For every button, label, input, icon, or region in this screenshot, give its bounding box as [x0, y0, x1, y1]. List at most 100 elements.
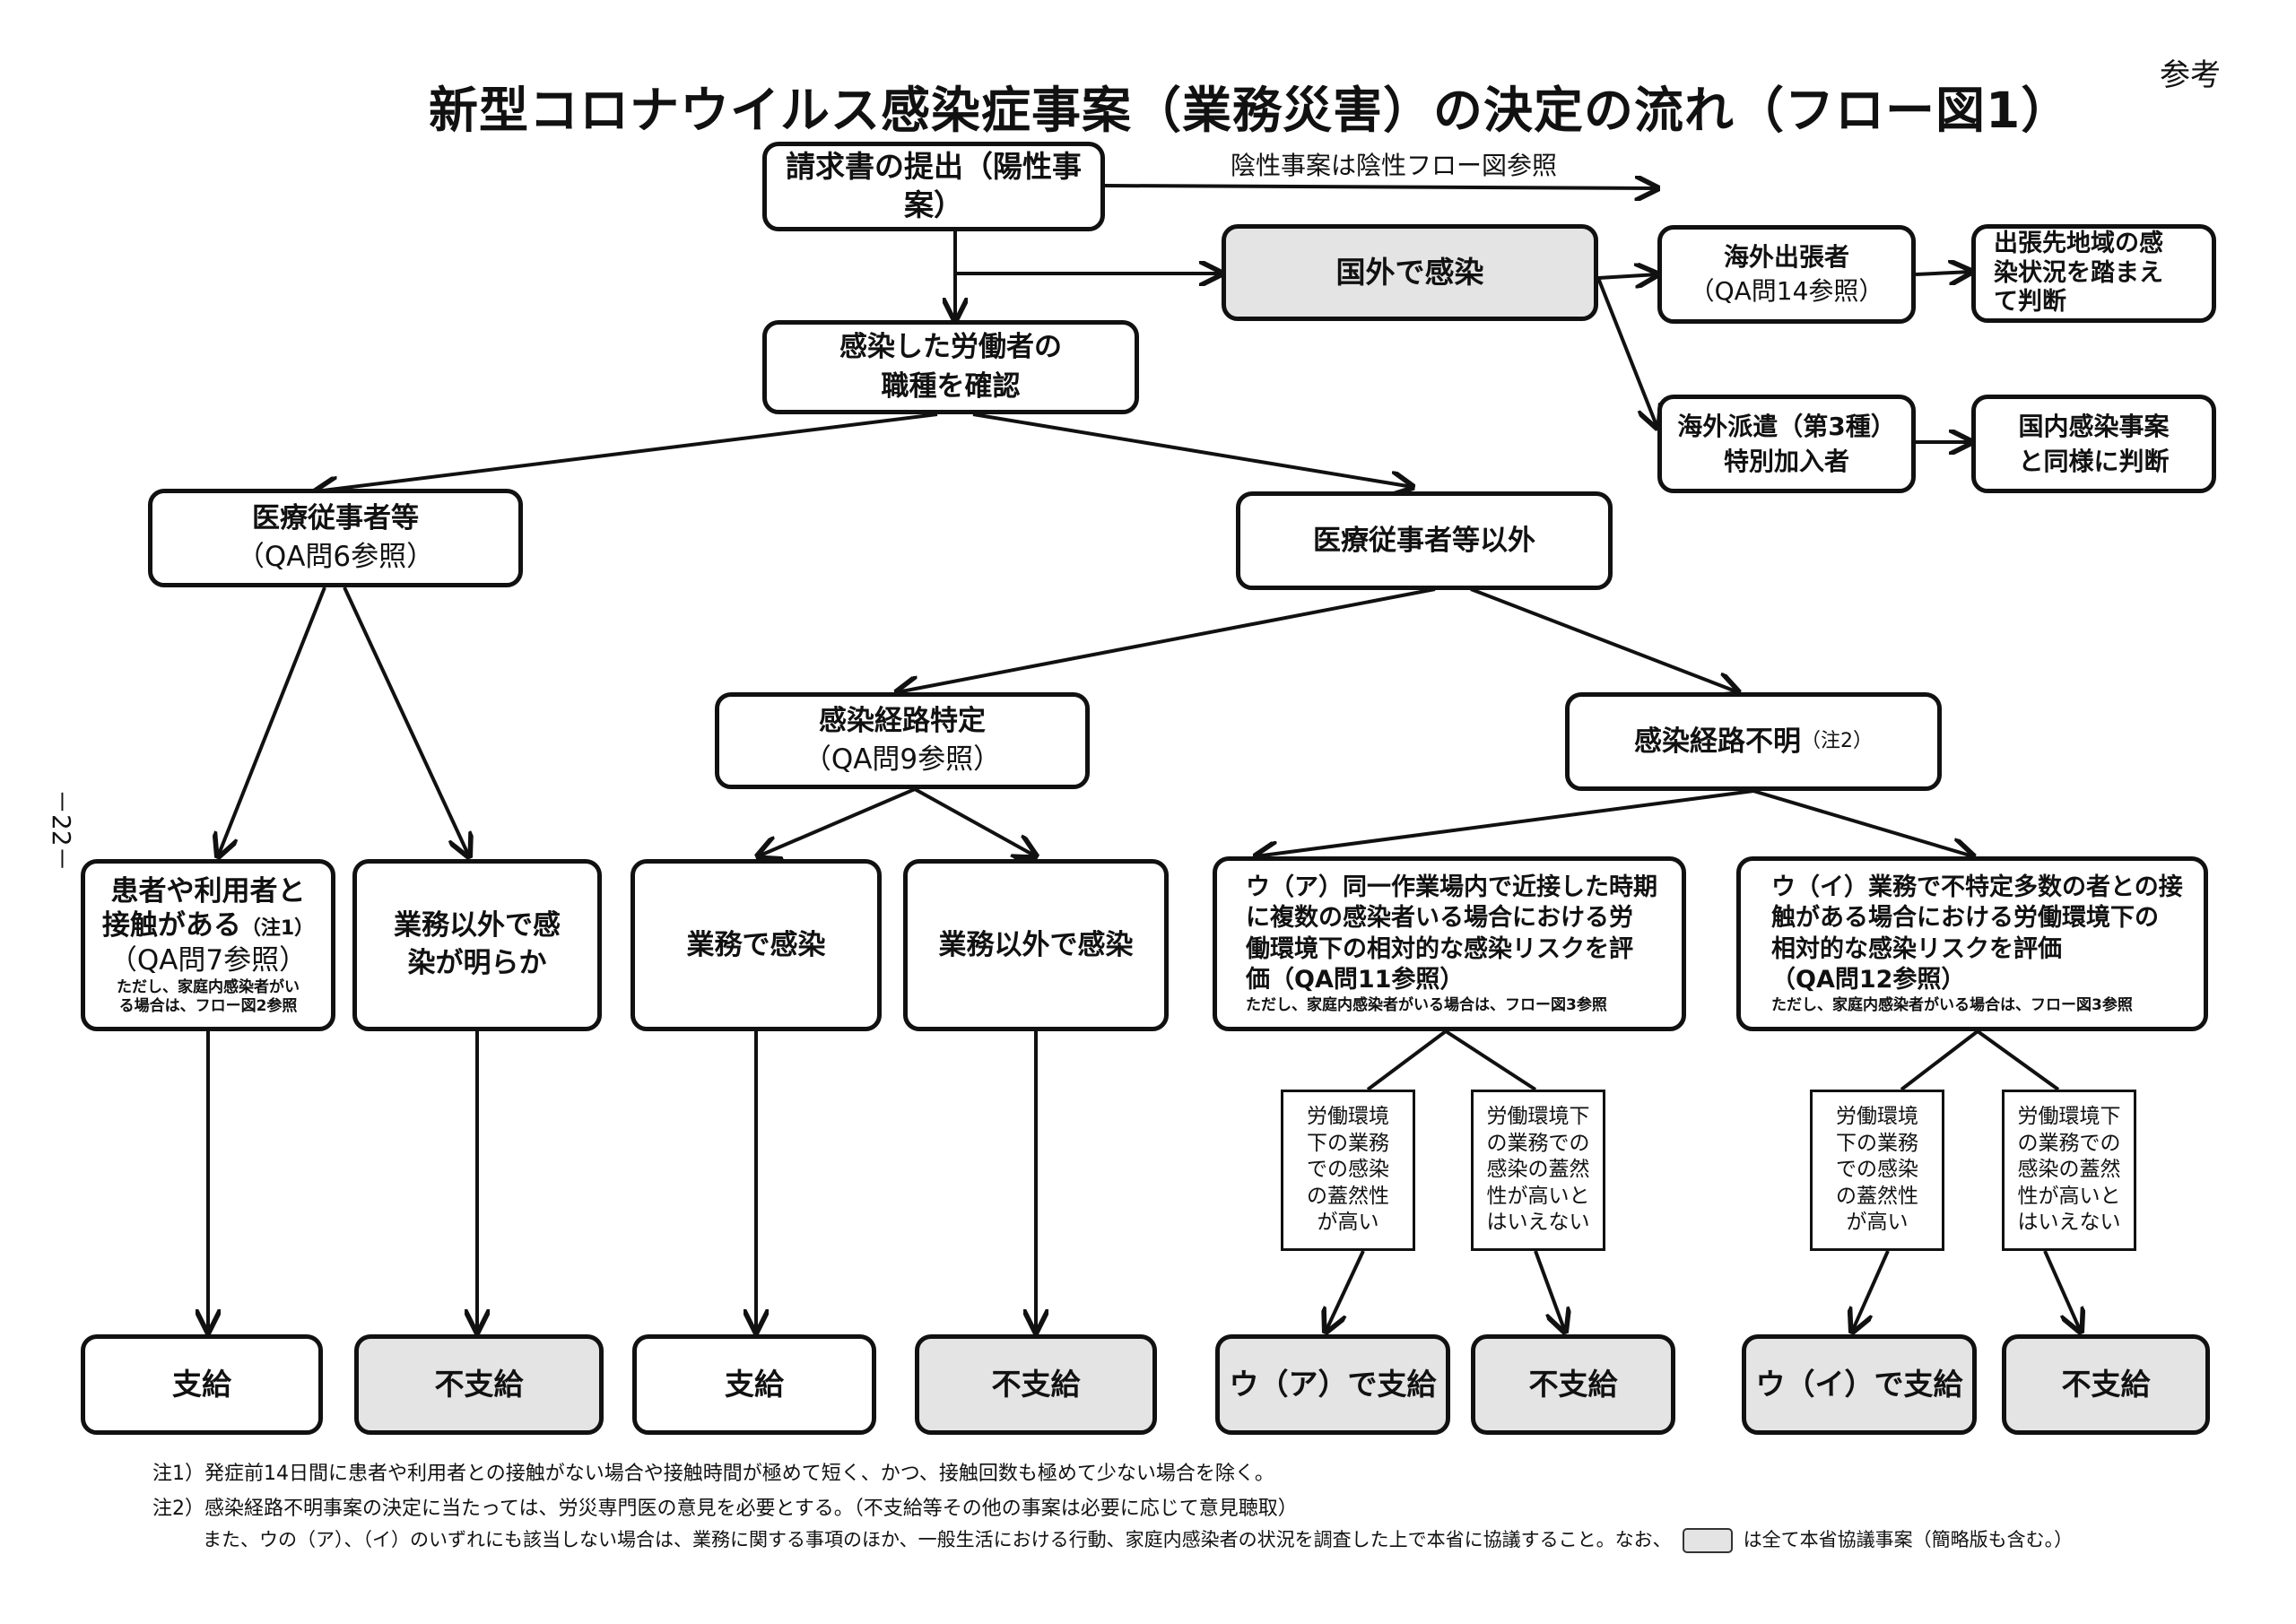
business-trip-l1: 海外出張者 — [1723, 242, 1849, 273]
gray-box-legend — [1682, 1528, 1733, 1553]
contact-l2: 接触がある（注1） — [102, 908, 314, 943]
footnote-3b: は全て本省協議事案（簡略版も含む。） — [1743, 1529, 2074, 1550]
trip-result-box: 出張先地域の感 染状況を踏まえ て判断 — [1971, 224, 2216, 323]
ua-high-l1: 労働環境 — [1307, 1105, 1389, 1129]
non-work-medical-box: 業務以外で感 染が明らか — [352, 859, 602, 1031]
medical-box: 医療従事者等 （QA問6参照） — [148, 489, 523, 587]
ua-not-high-l1: 労働環境下 — [1486, 1105, 1590, 1129]
business-trip-box: 海外出張者 （QA問14参照） — [1657, 225, 1916, 324]
ui-l1: ウ（イ）業務で不特定多数の者との接 — [1771, 873, 2183, 901]
ua-note: ただし、家庭内感染者がいる場合は、フロー図3参照 — [1246, 995, 1607, 1014]
arrow-known-nonwork — [914, 787, 1036, 856]
ui-note: ただし、家庭内感染者がいる場合は、フロー図3参照 — [1771, 995, 2133, 1014]
ua-not-high-box: 労働環境下 の業務での 感染の蓋然 性が高いと はいえない — [1471, 1090, 1605, 1251]
route-unknown-note: （注2） — [1801, 729, 1873, 752]
contact-note-1: ただし、家庭内感染者がい — [117, 977, 300, 996]
contact-l1: 患者や利用者と — [110, 874, 306, 908]
line-ua-high — [1366, 1029, 1448, 1091]
result-pay-1: 支給 — [81, 1334, 323, 1435]
ui-l3: 相対的な感染リスクを評価 — [1771, 934, 2062, 963]
dispatch-box: 海外派遣（第3種） 特別加入者 — [1657, 395, 1916, 493]
ua-not-high-l4: 性が高いと — [1486, 1184, 1590, 1208]
result-pay-ui-label: ウ（イ）で支給 — [1755, 1366, 1963, 1402]
ui-box: ウ（イ）業務で不特定多数の者との接 触がある場合における労働環境下の 相対的な感… — [1736, 856, 2208, 1031]
footnote-3a: また、ウの（ア）、（イ）のいずれにも該当しない場合は、業務に関する事項のほか、一… — [203, 1529, 1672, 1550]
arrow-occ-medical — [316, 413, 938, 491]
negative-note: 陰性事案は陰性フロー図参照 — [1231, 151, 1558, 180]
medical-l2: （QA問6参照） — [236, 541, 435, 573]
ua-l2: に複数の感染者いる場合における労 — [1246, 904, 1633, 933]
medical-l1: 医療従事者等 — [252, 501, 419, 534]
line-ui-nothigh — [1976, 1029, 2060, 1091]
result-nopay-ui-label: 不支給 — [2061, 1366, 2151, 1402]
ua-high-l4: の蓋然性 — [1307, 1184, 1389, 1208]
result-nopay-1: 不支給 — [354, 1334, 604, 1435]
result-pay-ua-label: ウ（ア）で支給 — [1229, 1366, 1437, 1402]
non-medical-label: 医療従事者等以外 — [1313, 524, 1535, 557]
arrow-nonmed-known — [897, 587, 1436, 692]
arrow-uahigh-pay — [1326, 1250, 1365, 1332]
ua-l1: ウ（ア）同一作業場内で近接した時期 — [1246, 873, 1657, 901]
ua-l3: 働環境下の相対的な感染リスクを評 — [1246, 934, 1633, 963]
contact-l2b: （注1） — [240, 917, 315, 941]
work-infection-label: 業務で感染 — [686, 928, 826, 961]
ua-not-high-l2: の業務での — [1486, 1131, 1590, 1155]
ua-not-high-l5: はいえない — [1486, 1211, 1590, 1235]
occupation-box: 感染した労働者の 職種を確認 — [762, 320, 1139, 414]
arrow-abroad-dispatch — [1596, 277, 1657, 428]
occupation-l1: 感染した労働者の — [839, 331, 1062, 364]
route-known-box: 感染経路特定 （QA問9参照） — [715, 692, 1090, 789]
claim-box: 請求書の提出（陽性事案） — [762, 142, 1105, 231]
arrow-known-work — [758, 787, 916, 856]
claim-label: 請求書の提出（陽性事案） — [786, 149, 1082, 222]
route-known-l2: （QA問9参照） — [803, 743, 1002, 776]
arrow-medical-contact — [218, 586, 326, 856]
arrow-claim-negative — [1104, 186, 1657, 188]
arrow-uihigh-pay — [1852, 1250, 1890, 1332]
ui-not-high-l3: 感染の蓋然 — [2017, 1158, 2121, 1182]
ui-not-high-l1: 労働環境下 — [2017, 1105, 2121, 1129]
arrow-uinot-nopay — [2043, 1250, 2081, 1332]
arrow-unknown-ua — [1256, 789, 1754, 856]
ui-high-l5: が高い — [1846, 1211, 1909, 1235]
arrow-abroad-trip — [1597, 274, 1657, 278]
result-nopay-2-label: 不支給 — [991, 1366, 1081, 1402]
ua-high-l3: での感染 — [1307, 1158, 1389, 1182]
dispatch-result-l1: 国内感染事案 — [2018, 411, 2170, 441]
non-work-infection-label: 業務以外で感染 — [938, 928, 1134, 961]
arrow-unknown-ui — [1752, 789, 1973, 856]
abroad-label: 国外で感染 — [1335, 254, 1484, 290]
abroad-box: 国外で感染 — [1222, 224, 1598, 321]
work-infection-box: 業務で感染 — [631, 859, 882, 1031]
ua-high-l2: 下の業務 — [1307, 1131, 1389, 1155]
ui-not-high-l5: はいえない — [2017, 1211, 2121, 1235]
trip-result-l2: 染状況を踏まえ — [1994, 258, 2163, 287]
arrow-nonmed-unknown — [1470, 587, 1738, 692]
result-nopay-ua: 不支給 — [1471, 1334, 1675, 1435]
result-pay-2-label: 支給 — [725, 1366, 784, 1402]
ui-high-l2: 下の業務 — [1836, 1131, 1918, 1155]
contact-box: 患者や利用者と 接触がある（注1） （QA問7参照） ただし、家庭内感染者がい … — [81, 859, 335, 1031]
route-known-l1: 感染経路特定 — [819, 704, 986, 737]
dispatch-l2: 特別加入者 — [1723, 447, 1849, 476]
result-pay-ui: ウ（イ）で支給 — [1742, 1334, 1977, 1435]
arrow-trip-result — [1915, 272, 1971, 274]
ui-high-l4: の蓋然性 — [1836, 1184, 1918, 1208]
ui-l4: （QA問12参照） — [1771, 966, 1966, 994]
arrow-medical-nonwork — [343, 586, 469, 856]
business-trip-l2: （QA問14参照） — [1689, 276, 1884, 306]
diagram-title: 新型コロナウイルス感染症事案（業務災害）の決定の流れ（フロー図1） — [429, 82, 2072, 139]
non-work-medical-l2: 染が明らか — [407, 947, 547, 979]
trip-result-l1: 出張先地域の感 — [1994, 230, 2163, 258]
line-ui-high — [1900, 1029, 1979, 1091]
line-ua-nothigh — [1444, 1029, 1537, 1091]
route-unknown-label: 感染経路不明 — [1634, 725, 1801, 758]
contact-note-2: る場合は、フロー図2参照 — [118, 997, 298, 1016]
result-nopay-1-label: 不支給 — [434, 1366, 524, 1402]
dispatch-result-l2: と同様に判断 — [2018, 447, 2170, 476]
contact-l3: （QA問7参照） — [109, 944, 308, 977]
ua-high-l5: が高い — [1317, 1211, 1379, 1235]
ui-not-high-l2: の業務での — [2017, 1131, 2121, 1155]
result-nopay-ui: 不支給 — [2002, 1334, 2210, 1435]
